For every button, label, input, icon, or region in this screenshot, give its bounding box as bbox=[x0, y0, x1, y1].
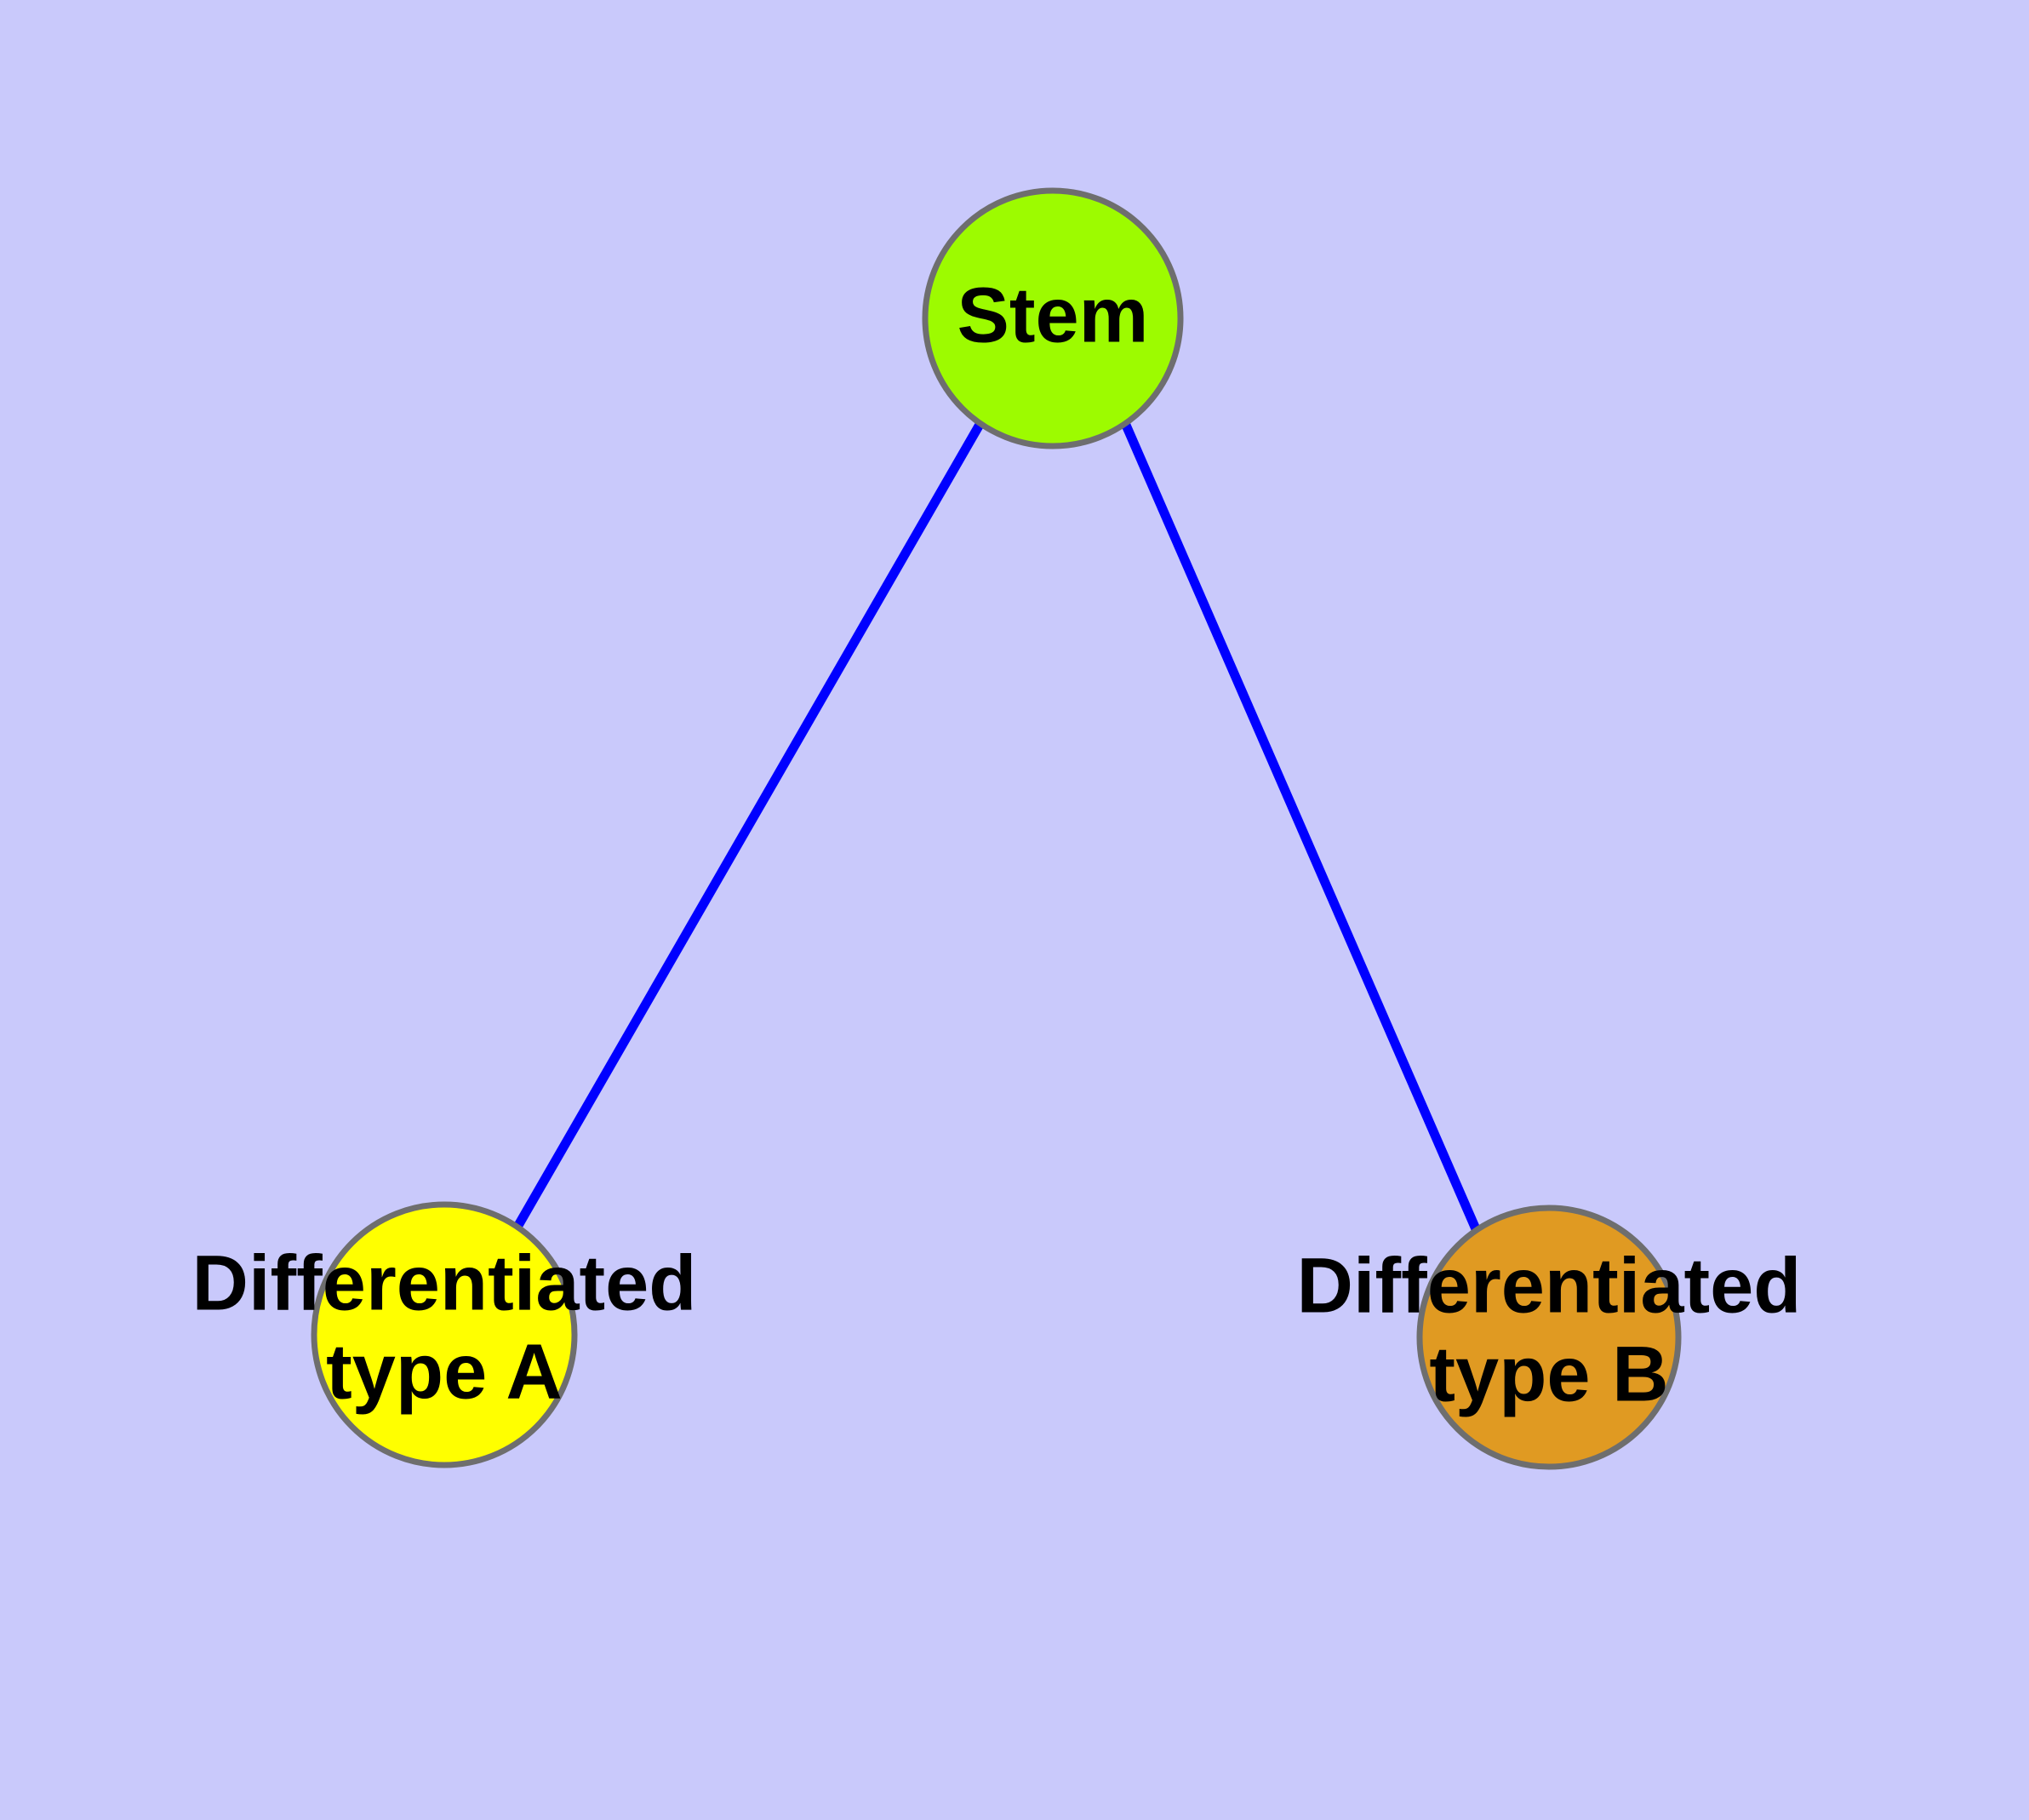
node-label-differentiated-type-b-line2: type B bbox=[1429, 1331, 1668, 1417]
node-label-stem: Stem bbox=[957, 272, 1149, 358]
edge-stem-to-differentiated-type-a[interactable] bbox=[512, 421, 985, 1231]
node-differentiated-type-b[interactable]: Differentiated type B bbox=[1297, 1205, 1802, 1470]
node-circle-stem[interactable] bbox=[922, 187, 1184, 449]
node-circle-differentiated-type-a[interactable] bbox=[311, 1201, 578, 1468]
node-differentiated-type-a[interactable]: Differentiated type A bbox=[192, 1201, 697, 1468]
node-label-differentiated-type-a: Differentiated bbox=[192, 1239, 697, 1326]
node-stem[interactable]: Stem bbox=[922, 187, 1184, 449]
node-circle-differentiated-type-b[interactable] bbox=[1416, 1205, 1682, 1470]
edge-layer bbox=[512, 421, 1482, 1233]
edge-stem-to-differentiated-type-b[interactable] bbox=[1120, 421, 1482, 1233]
node-label-differentiated-type-a-line2: type A bbox=[326, 1328, 563, 1415]
node-label-differentiated-type-b: Differentiated bbox=[1297, 1242, 1802, 1329]
